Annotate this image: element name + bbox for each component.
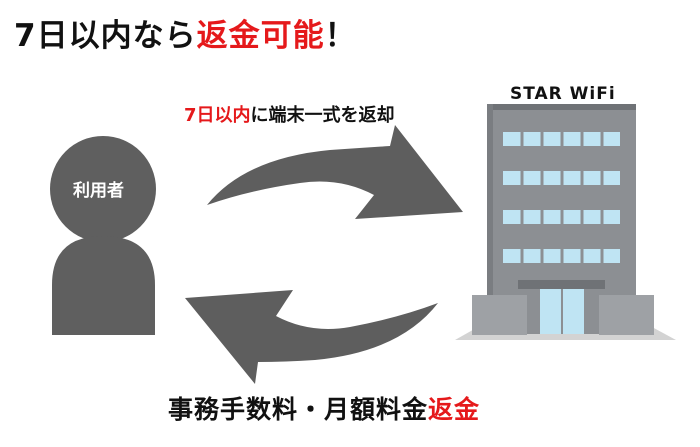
curved-arrow-right-icon [207,125,463,219]
company-name: STAR WiFi [510,84,616,104]
page-title: 7日以内なら返金可能！ [14,10,357,55]
title-plain: 7日以内なら [14,18,197,54]
curved-arrow-left-icon [185,290,438,384]
top-arrow-label-highlight: 7日以内 [184,105,251,126]
title-highlight: 返金可能 [196,18,325,54]
user-label: 利用者 [73,181,124,201]
bottom-arrow-label-highlight: 返金 [428,395,481,424]
window-grid [503,130,620,266]
bottom-arrow-label-text: 事務手数料・月額料金 [168,395,429,424]
person-silhouette-icon [50,136,156,335]
office-building-icon [455,104,676,340]
top-arrow-label: 7日以内に端末一式を返却 [184,101,395,127]
title-suffix: ！ [324,18,357,54]
bottom-arrow-label: 事務手数料・月額料金返金 [168,390,480,426]
top-arrow-label-text: に端末一式を返却 [250,105,395,126]
